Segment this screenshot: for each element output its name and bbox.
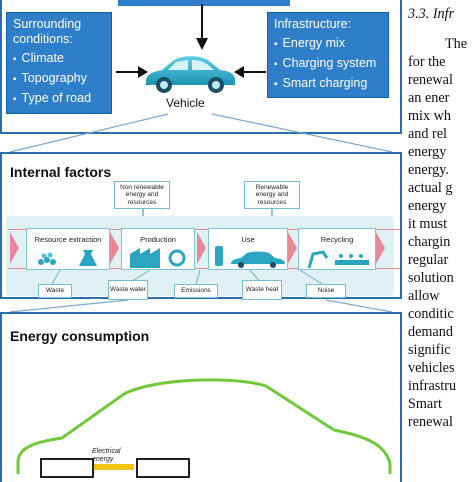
input-renewable-box: Renewable energy and resources: [244, 181, 300, 209]
body-line: an ener: [408, 90, 450, 106]
energy-consumption-panel: [0, 312, 402, 482]
flow-chevron-icon: [197, 232, 206, 264]
body-line: signific: [408, 342, 451, 358]
output-waste-heat: Waste heat: [242, 280, 282, 300]
infrastructure-item: Energy mix: [274, 34, 382, 54]
body-line: infrastru: [408, 378, 457, 394]
infrastructure-title: Infrastructure:: [274, 17, 352, 31]
flow-chevron-icon: [10, 232, 19, 264]
vehicle-header-bar: [118, 0, 290, 6]
stage-resource-extraction: Resource extraction: [26, 228, 110, 270]
body-line: actual g: [408, 180, 453, 196]
left-arrow-icon: [234, 66, 266, 78]
output-waste-water: Waste water: [108, 280, 148, 300]
energy-flow-bar: [94, 464, 134, 470]
infrastructure-box: Infrastructure: Energy mix Charging syst…: [267, 12, 389, 98]
body-line: and rel: [408, 126, 447, 142]
car-outline-icon: [16, 378, 392, 474]
body-line: demand: [408, 324, 453, 340]
electrical-energy-label: Electrical energy: [92, 448, 121, 463]
body-line: energy: [408, 198, 447, 214]
recycling-robot-icon: [307, 250, 369, 269]
body-line: mix wh: [408, 108, 451, 124]
stage-label: Use: [241, 235, 255, 244]
down-arrow-icon: [196, 4, 208, 50]
stage-use: Use: [208, 228, 288, 270]
stage-production: Production: [121, 228, 195, 270]
charging-car-icon: [215, 246, 285, 268]
body-line: regular: [408, 252, 449, 268]
motor-block: [136, 458, 190, 478]
surrounding-conditions-box: Surrounding conditions: Climate Topograp…: [6, 12, 112, 114]
surrounding-title: Surrounding conditions:: [13, 17, 82, 46]
body-line: for the: [408, 54, 446, 70]
stage-label: Production: [140, 235, 176, 244]
body-line: renewal: [408, 72, 453, 88]
electric-car-icon: [146, 56, 235, 93]
flow-chevron-icon: [288, 232, 297, 264]
body-line: it must: [408, 216, 448, 232]
context-panel: [0, 0, 402, 134]
body-line: solution: [408, 270, 454, 286]
stage-recycling: Recycling: [298, 228, 376, 270]
body-line: The: [445, 36, 468, 52]
body-line: vehicles: [408, 360, 455, 376]
surrounding-item: Topography: [13, 69, 105, 89]
battery-block: [40, 458, 94, 478]
flow-chevron-icon: [376, 232, 385, 264]
body-line: Smart: [408, 396, 442, 412]
connector-lines: [9, 113, 393, 153]
energy-consumption-title: Energy consumption: [10, 328, 150, 344]
factory-icon: [130, 248, 186, 268]
connector-lines: [9, 299, 393, 313]
output-waste: Waste: [38, 284, 72, 298]
internal-factors-title: Internal factors: [10, 164, 112, 180]
surrounding-item: Type of road: [13, 89, 105, 109]
stage-label: Resource extraction: [34, 235, 102, 244]
flow-line: [8, 268, 400, 269]
flow-line: [8, 229, 400, 230]
output-emissions: Emissions: [174, 284, 218, 298]
infrastructure-item: Charging system: [274, 54, 382, 74]
surrounding-item: Climate: [13, 49, 105, 69]
body-line: allow: [408, 288, 440, 304]
body-line: energy: [408, 144, 447, 160]
body-line: chargin: [408, 234, 451, 250]
right-arrow-icon: [116, 66, 148, 78]
body-line: renewal: [408, 414, 453, 430]
section-heading: 3.3. Infr: [408, 6, 455, 22]
output-noise: Noise: [306, 284, 346, 298]
input-non-renewable-box: Non renewable energy and resources: [114, 181, 170, 209]
flow-chevron-icon: [110, 232, 119, 264]
stage-label: Recycling: [320, 235, 354, 244]
mining-icon: [38, 250, 97, 266]
body-line: energy.: [408, 162, 449, 178]
body-line: conditic: [408, 306, 454, 322]
vehicle-label: Vehicle: [166, 96, 205, 110]
infrastructure-item: Smart charging: [274, 74, 382, 94]
